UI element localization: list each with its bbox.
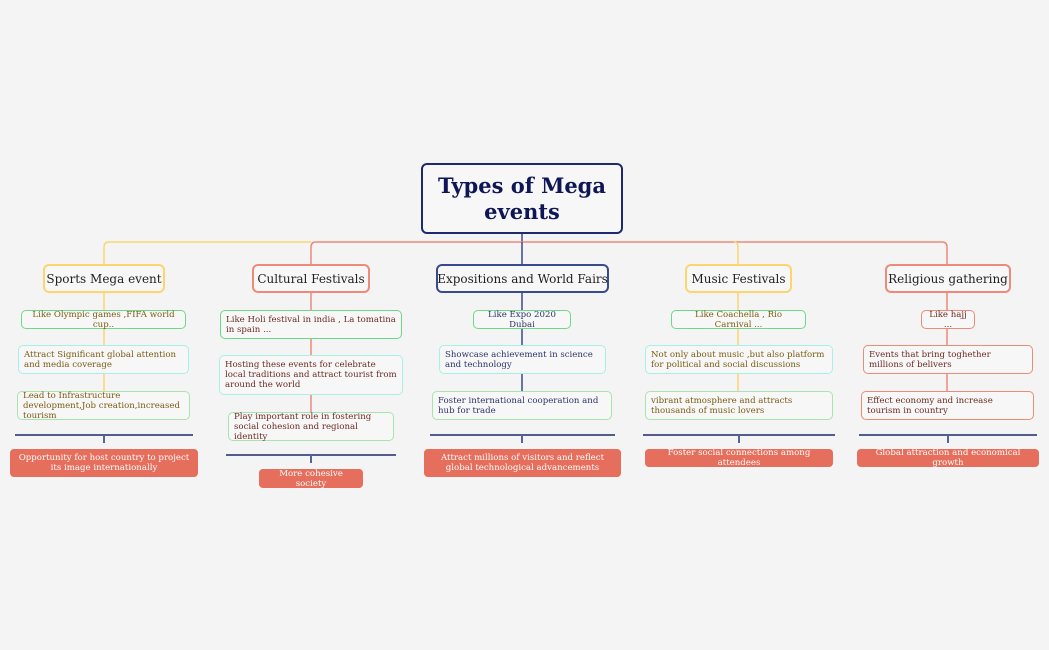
topic-cultural-traditions[interactable]: Hosting these events for celebrate local… bbox=[219, 355, 403, 395]
topic-text: Like Olympic games ,FIFA world cup.. bbox=[32, 309, 175, 330]
summary-cultural[interactable]: More cohesive society bbox=[259, 468, 363, 489]
topic-text: Not only about music ,but also platform … bbox=[651, 349, 825, 370]
topic-text: Like Coachella , Rio Carnival ... bbox=[695, 309, 782, 330]
topic-text: Play important role in fostering social … bbox=[234, 411, 372, 442]
topic-cultural-examples[interactable]: Like Holi festival in india , La tomatin… bbox=[220, 310, 402, 339]
topic-text: Like Expo 2020 Dubai bbox=[488, 309, 556, 330]
summary-expo[interactable]: Attract millions of visitors and reflect… bbox=[424, 449, 621, 477]
summary-religious[interactable]: Global attraction and economical growth bbox=[857, 448, 1039, 468]
topic-sports-attention[interactable]: Attract Significant global attention and… bbox=[18, 345, 189, 374]
summary-text: Foster social connections among attendee… bbox=[667, 448, 811, 468]
branch-label: Expositions and World Fairs bbox=[437, 271, 608, 286]
topic-religious-example[interactable]: Like hajj ... bbox=[921, 309, 975, 330]
topic-text: Attract Significant global attention and… bbox=[24, 349, 177, 370]
branch-label: Cultural Festivals bbox=[257, 271, 365, 286]
topic-expo-showcase[interactable]: Showcase achievement in science and tech… bbox=[439, 345, 606, 374]
topic-text: Hosting these events for celebrate local… bbox=[225, 360, 397, 390]
branch-cultural-festivals[interactable]: Cultural Festivals bbox=[252, 264, 370, 293]
branch-sports-mega-event[interactable]: Sports Mega event bbox=[43, 264, 165, 293]
branch-expositions-world-fairs[interactable]: Expositions and World Fairs bbox=[436, 264, 609, 293]
branch-label: Music Festivals bbox=[691, 271, 786, 286]
topic-text: Events that bring toghether millions of … bbox=[869, 349, 991, 370]
summary-text: More cohesive society bbox=[279, 468, 343, 489]
topic-text: Effect economy and increase tourism in c… bbox=[867, 395, 993, 416]
root-topic[interactable]: Types of Mega events bbox=[421, 163, 623, 234]
summary-sports[interactable]: Opportunity for host country to project … bbox=[10, 449, 198, 477]
summary-music[interactable]: Foster social connections among attendee… bbox=[645, 448, 833, 468]
topic-text: Foster international cooperation and hub… bbox=[438, 395, 599, 416]
topic-text: Showcase achievement in science and tech… bbox=[445, 349, 593, 370]
summary-text: Attract millions of visitors and reflect… bbox=[440, 453, 605, 473]
topic-music-atmosphere[interactable]: vibrant atmosphere and attracts thousand… bbox=[645, 391, 833, 420]
topic-religious-economy[interactable]: Effect economy and increase tourism in c… bbox=[861, 391, 1034, 420]
summary-text: Opportunity for host country to project … bbox=[18, 453, 190, 473]
topic-text: vibrant atmosphere and attracts thousand… bbox=[651, 395, 793, 416]
topic-text: Like Holi festival in india , La tomatin… bbox=[226, 314, 396, 335]
topic-sports-examples[interactable]: Like Olympic games ,FIFA world cup.. bbox=[21, 309, 186, 330]
root-title: Types of Mega events bbox=[438, 172, 606, 224]
topic-music-examples[interactable]: Like Coachella , Rio Carnival ... bbox=[671, 309, 806, 330]
topic-cultural-cohesion[interactable]: Play important role in fostering social … bbox=[228, 411, 394, 442]
branch-religious-gathering[interactable]: Religious gathering bbox=[885, 264, 1011, 293]
branch-music-festivals[interactable]: Music Festivals bbox=[685, 264, 792, 293]
topic-text: Lead to Infrastructure development,Job c… bbox=[23, 390, 180, 421]
topic-expo-cooperation[interactable]: Foster international cooperation and hub… bbox=[432, 391, 612, 420]
topic-sports-infrastructure[interactable]: Lead to Infrastructure development,Job c… bbox=[17, 390, 190, 421]
topic-expo-example[interactable]: Like Expo 2020 Dubai bbox=[473, 309, 571, 330]
branch-label: Sports Mega event bbox=[46, 271, 162, 286]
topic-music-platform[interactable]: Not only about music ,but also platform … bbox=[645, 345, 833, 374]
branch-label: Religious gathering bbox=[888, 271, 1008, 286]
topic-text: Like hajj ... bbox=[929, 309, 967, 330]
summary-text: Global attraction and economical growth bbox=[875, 448, 1021, 468]
topic-religious-believers[interactable]: Events that bring toghether millions of … bbox=[863, 345, 1033, 374]
